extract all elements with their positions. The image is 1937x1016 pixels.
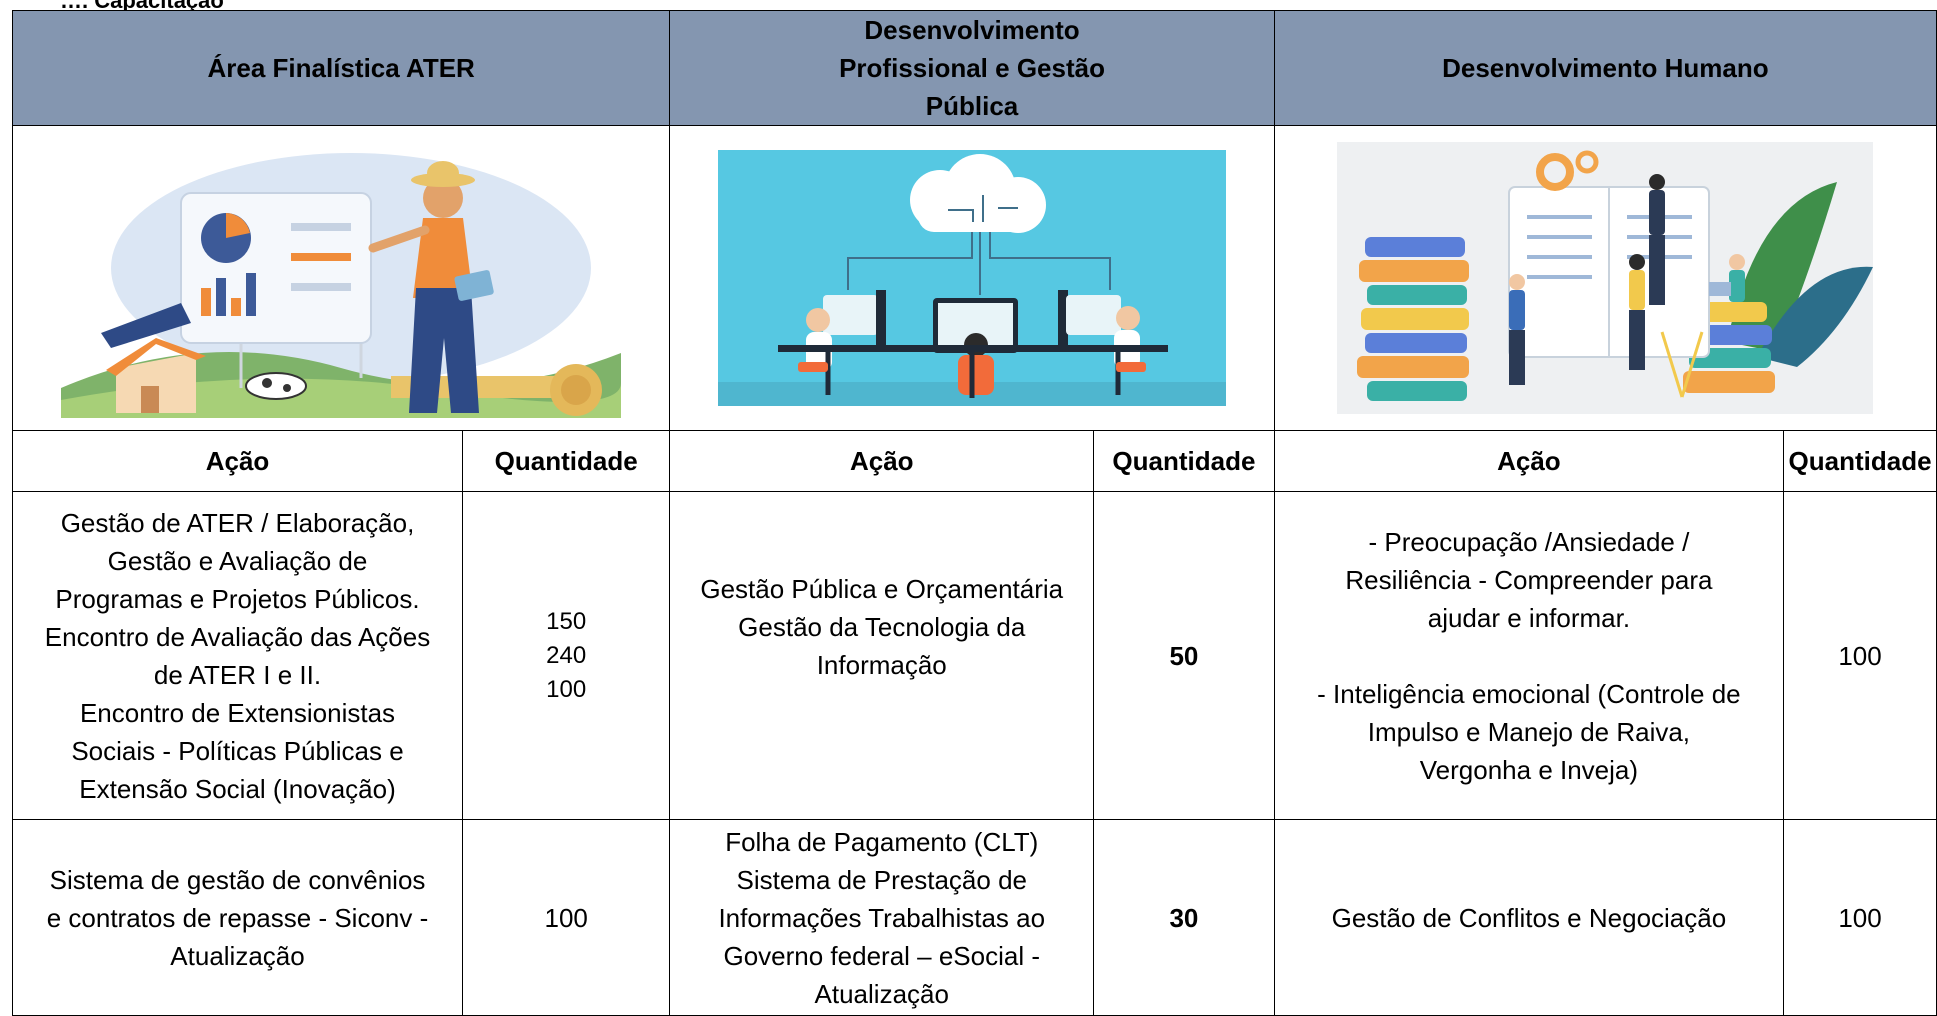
farmer-illustration (61, 153, 622, 418)
humano-acao-cell: - Preocupação /Ansiedade / Resiliência -… (1273, 491, 1785, 820)
ater-acao-cell: Gestão de ATER / Elaboração, Gestão e Av… (11, 491, 464, 820)
col-header-humano-acao: Ação (1273, 430, 1785, 492)
table-row: Gestão de ATER / Elaboração, Gestão e Av… (11, 491, 1937, 820)
col-header-ater-acao: Ação (11, 430, 464, 492)
training-table: Área Finalística ATER Desenvolvimento Pr… (11, 10, 1937, 1016)
column-header-row: Ação Quantidade Ação Quantidade Ação Qua… (11, 430, 1937, 492)
gestao-quantidade-cell: 30 (1093, 819, 1275, 1016)
ater-illustration-cell (11, 125, 671, 431)
col-header-gestao-acao: Ação (669, 430, 1095, 492)
illustration-row (11, 125, 1937, 431)
area-header-humano: Desenvolvimento Humano (1273, 10, 1937, 126)
table-row: Sistema de gestão de convênios e contrat… (11, 819, 1937, 1016)
gestao-quantidade-cell: 50 (1093, 491, 1275, 820)
col-header-gestao-quantidade: Quantidade (1093, 430, 1275, 492)
area-header-row: Área Finalística ATER Desenvolvimento Pr… (11, 10, 1937, 126)
humano-quantidade-cell: 100 (1783, 819, 1937, 1016)
ater-quantidade-cell: 150 240 100 (462, 491, 671, 820)
computer-network-illustration (718, 150, 1227, 406)
area-header-gestao-text: Desenvolvimento Profissional e Gestão Pú… (839, 15, 1105, 121)
gestao-acao-cell: Folha de Pagamento (CLT) Sistema de Pres… (669, 819, 1095, 1016)
ater-acao-cell: Sistema de gestão de convênios e contrat… (11, 819, 464, 1016)
books-people-illustration (1337, 142, 1874, 414)
humano-acao-cell: Gestão de Conflitos e Negociação (1273, 819, 1785, 1016)
page-caption: …. Capacitação (60, 0, 224, 13)
gestao-acao-cell: Gestão Pública e Orçamentária Gestão da … (669, 491, 1095, 820)
humano-illustration-cell (1273, 125, 1937, 431)
area-header-gestao: Desenvolvimento Profissional e Gestão Pú… (669, 10, 1275, 126)
humano-quantidade-cell: 100 (1783, 491, 1937, 820)
col-header-ater-quantidade: Quantidade (462, 430, 671, 492)
area-header-ater: Área Finalística ATER (11, 10, 671, 126)
ater-quantidade-cell: 100 (462, 819, 671, 1016)
gestao-illustration-cell (669, 125, 1275, 431)
col-header-humano-quantidade: Quantidade (1783, 430, 1937, 492)
